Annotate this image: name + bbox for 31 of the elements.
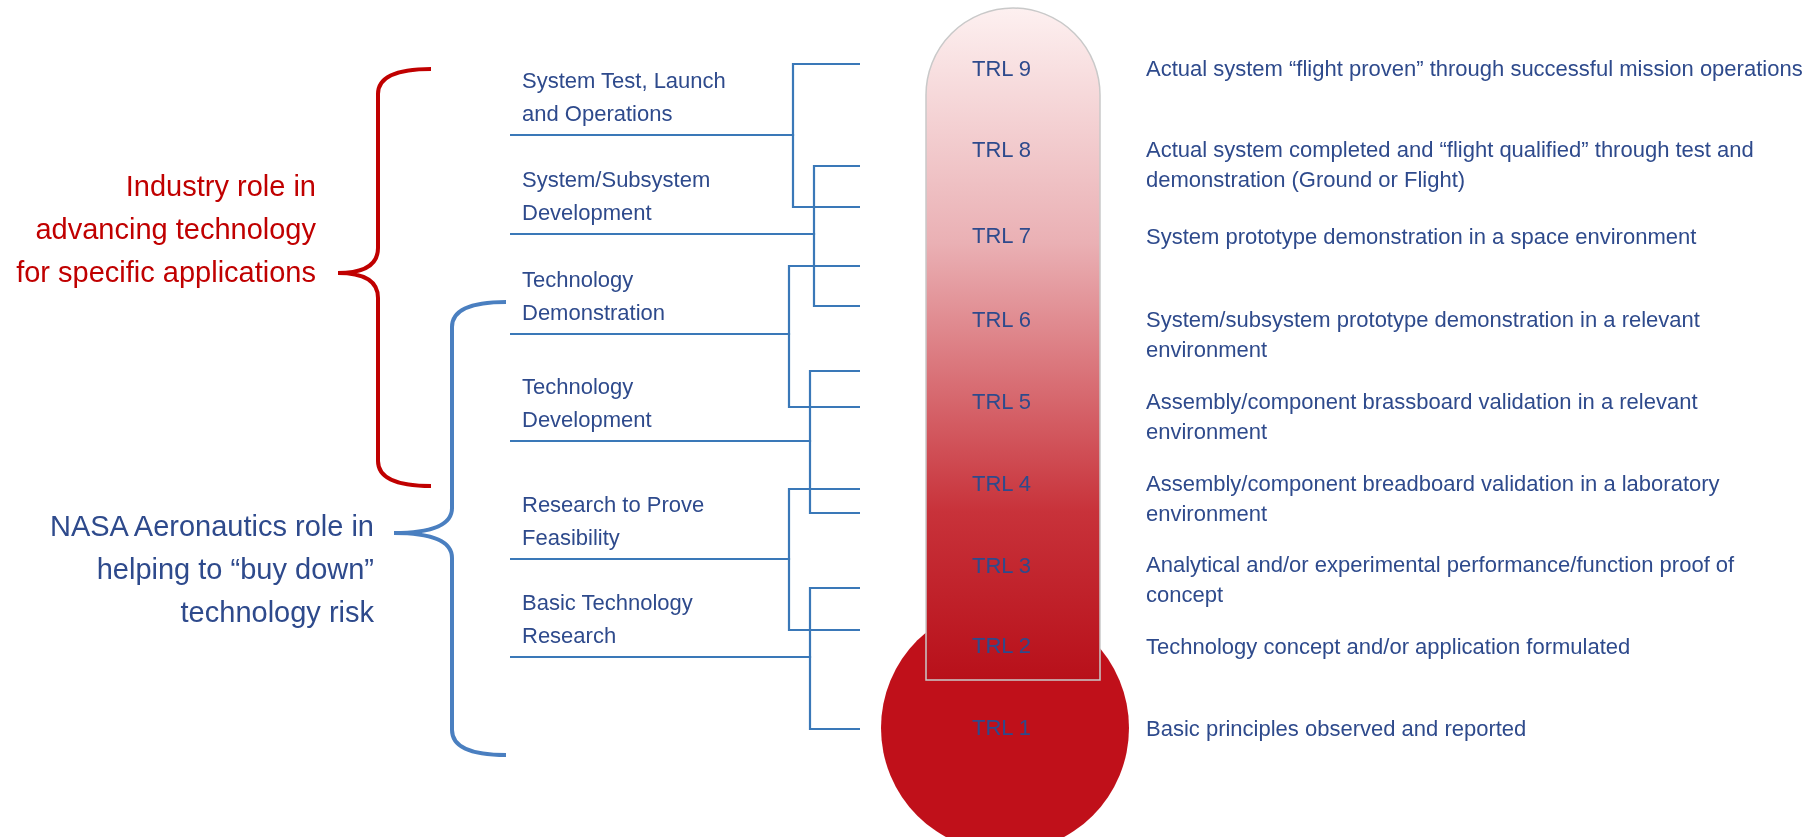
trl-level: TRL 5: [972, 389, 1032, 415]
trl-level: TRL 4: [972, 471, 1032, 497]
phase-label: Basic Technology Research: [510, 586, 760, 658]
trl-level: TRL 2: [972, 633, 1032, 659]
connector-line: [760, 439, 860, 515]
level-description: System/subsystem prototype demonstration in a relevant environment: [1146, 306, 1701, 364]
connector-line: [760, 655, 860, 731]
level-description: Actual system completed and “flight qualified” through test and demonstration (Ground or Flight): [1146, 136, 1755, 194]
role-note: NASA Aeronautics role in helping to “buy down” technology risk: [49, 509, 374, 630]
trl-level: TRL 3: [972, 553, 1032, 579]
trl-level: TRL 7: [972, 223, 1032, 249]
connector-line: [760, 232, 860, 308]
level-description: Basic principles observed and reported: [1146, 715, 1528, 743]
level-description: Technology concept and/or application formulated: [1146, 633, 1632, 661]
level-description: System prototype demonstration in a space environment: [1146, 223, 1698, 251]
trl-level: TRL 1: [972, 715, 1032, 741]
trl-level: TRL 9: [972, 56, 1032, 82]
level-description: Assembly/component breadboard validation in a laboratory environment: [1146, 470, 1721, 528]
phase-label: System Test, Launch and Operations: [510, 64, 760, 136]
phase-label: Technology Demonstration: [510, 263, 760, 335]
level-description: Actual system “flight proven” through successful mission operations: [1146, 55, 1804, 83]
phase-label: System/Subsystem Development: [510, 163, 760, 235]
trl-level: TRL 6: [972, 307, 1032, 333]
phase-label: Technology Development: [510, 370, 760, 442]
connector-line: [760, 133, 860, 209]
role-note: Industry role in advancing technology for specific applications: [16, 169, 316, 290]
level-description: Analytical and/or experimental performance/function proof of concept: [1146, 551, 1736, 609]
phase-label: Research to Prove Feasibility: [510, 488, 760, 560]
trl-level: TRL 8: [972, 137, 1032, 163]
level-description: Assembly/component brassboard validation in a relevant environment: [1146, 388, 1699, 446]
connector-line: [760, 557, 860, 632]
